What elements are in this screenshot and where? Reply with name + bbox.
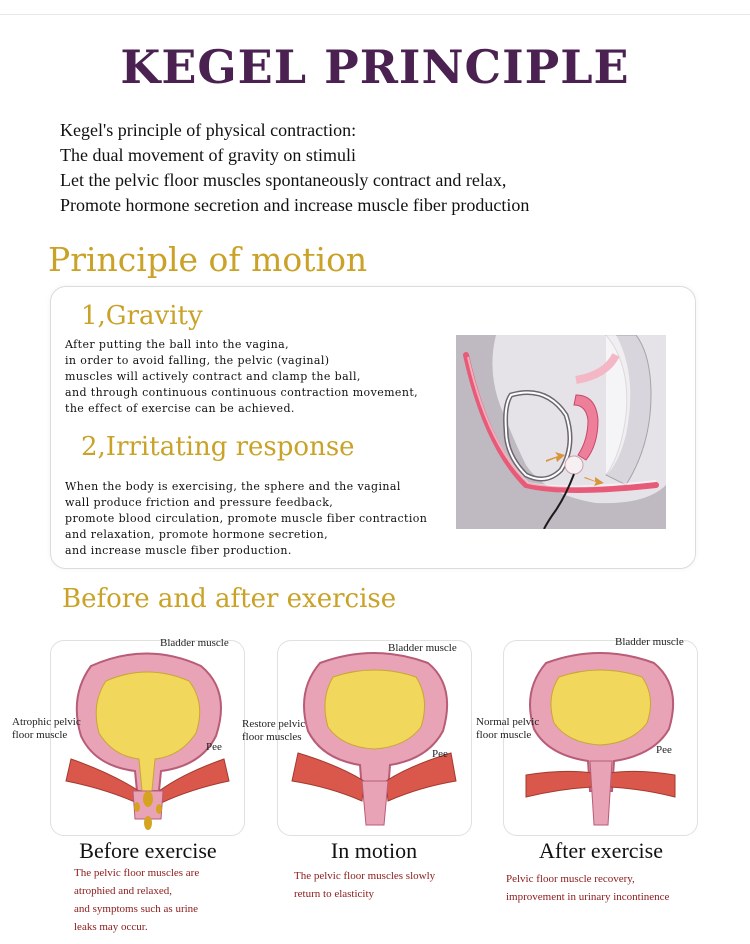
bladder-muscle-label: Bladder muscle bbox=[388, 642, 457, 654]
muscle-label: Normal pelvic floor muscle bbox=[476, 716, 539, 742]
gravity-line: After putting the ball into the vagina, bbox=[65, 338, 289, 351]
in-motion-panel bbox=[277, 640, 472, 836]
in-motion-description: The pelvic floor muscles slowly return t… bbox=[294, 867, 435, 903]
intro-line: Kegel's principle of physical contractio… bbox=[60, 120, 357, 140]
bladder-muscle-label: Bladder muscle bbox=[160, 637, 229, 649]
irritating-line: wall produce friction and pressure feedb… bbox=[65, 496, 334, 509]
irritating-line: promote blood circulation, promote muscl… bbox=[65, 512, 428, 525]
irritating-line: and relaxation, promote hormone secretio… bbox=[65, 528, 328, 541]
pee-label: Pee bbox=[432, 748, 448, 760]
gravity-line: muscles will actively contract and clamp… bbox=[65, 370, 361, 383]
gravity-line: and through continuous continuous contra… bbox=[65, 386, 419, 399]
description-line: The pelvic floor muscles slowly bbox=[294, 870, 436, 882]
pee-label: Pee bbox=[206, 741, 222, 753]
in-motion-caption: In motion bbox=[330, 838, 418, 863]
description-line: return to elasticity bbox=[294, 888, 375, 900]
intro-line: The dual movement of gravity on stimuli bbox=[60, 145, 356, 165]
muscle-label-line: Normal pelvic bbox=[476, 716, 540, 728]
gravity-line: the effect of exercise can be achieved. bbox=[65, 402, 295, 415]
pee-label: Pee bbox=[656, 744, 672, 756]
description-line: and symptoms such as urine bbox=[74, 903, 199, 915]
before-after-exercise-heading: Before and after exercise bbox=[62, 584, 397, 614]
page-title: KEGEL PRINCIPLE bbox=[120, 40, 630, 94]
irritating-response-title: 2,Irritating response bbox=[81, 432, 355, 462]
bladder-atrophic-illustration bbox=[65, 652, 230, 830]
pelvic-anatomy-illustration bbox=[456, 335, 666, 529]
description-line: The pelvic floor muscles are bbox=[74, 867, 200, 879]
muscle-label-line: Restore pelvic bbox=[242, 718, 306, 730]
after-exercise-panel bbox=[503, 640, 698, 836]
gravity-text: After putting the ball into the vagina, … bbox=[65, 337, 418, 417]
bladder-restoring-illustration bbox=[291, 652, 457, 826]
bladder-normal-illustration bbox=[525, 652, 676, 826]
gravity-line: in order to avoid falling, the pelvic (v… bbox=[65, 354, 330, 367]
after-exercise-caption: After exercise bbox=[539, 838, 663, 863]
muscle-label: Restore pelvic floor muscles bbox=[242, 718, 305, 744]
muscle-label: Atrophic pelvic floor muscle bbox=[12, 716, 81, 742]
top-divider bbox=[0, 14, 750, 15]
description-line: leaks may occur. bbox=[74, 921, 148, 933]
before-exercise-caption: Before exercise bbox=[79, 838, 217, 863]
gravity-title: 1,Gravity bbox=[81, 301, 203, 331]
intro-line: Promote hormone secretion and increase m… bbox=[60, 195, 530, 215]
principle-of-motion-heading: Principle of motion bbox=[48, 240, 368, 279]
intro-text: Kegel's principle of physical contractio… bbox=[60, 118, 529, 218]
motion-card: 1,Gravity After putting the ball into th… bbox=[50, 286, 696, 569]
muscle-label-line: floor muscle bbox=[12, 729, 68, 741]
irritating-response-text: When the body is exercising, the sphere … bbox=[65, 479, 427, 559]
muscle-label-line: floor muscle bbox=[476, 729, 532, 741]
irritating-line: When the body is exercising, the sphere … bbox=[65, 480, 401, 493]
before-exercise-description: The pelvic floor muscles are atrophied a… bbox=[74, 864, 199, 936]
description-line: atrophied and relaxed, bbox=[74, 885, 173, 897]
muscle-label-line: floor muscles bbox=[242, 731, 302, 743]
bladder-muscle-label: Bladder muscle bbox=[615, 636, 684, 648]
intro-line: Let the pelvic floor muscles spontaneous… bbox=[60, 170, 507, 190]
after-exercise-description: Pelvic floor muscle recovery, improvemen… bbox=[506, 870, 669, 906]
muscle-label-line: Atrophic pelvic bbox=[12, 716, 81, 728]
irritating-line: and increase muscle fiber production. bbox=[65, 544, 292, 557]
description-line: improvement in urinary incontinence bbox=[506, 891, 670, 903]
before-exercise-panel bbox=[50, 640, 245, 836]
description-line: Pelvic floor muscle recovery, bbox=[506, 873, 635, 885]
